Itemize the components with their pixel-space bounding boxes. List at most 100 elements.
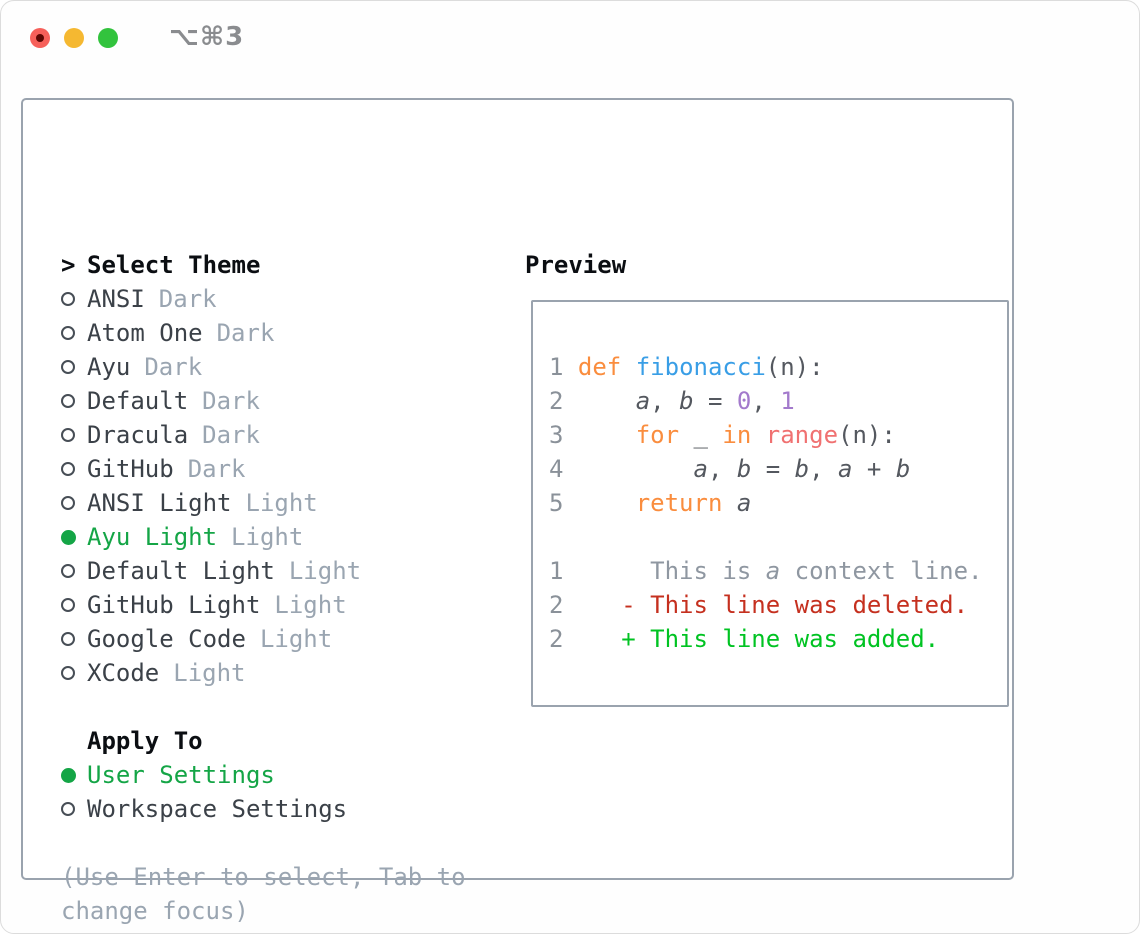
select-theme-title: Select Theme [87, 251, 261, 279]
code-segment: 1 [549, 557, 564, 585]
code-segment [563, 421, 635, 449]
theme-variant-badge: Dark [202, 421, 260, 449]
code-segment: 3 [549, 421, 564, 449]
code-segment [563, 353, 577, 381]
code-segment [621, 353, 635, 381]
radio-unselected-icon [61, 802, 75, 816]
radio-unselected-icon [61, 666, 75, 680]
preview-line [549, 520, 1007, 554]
code-segment: , [809, 455, 839, 483]
code-segment: , [707, 455, 737, 483]
theme-variant-badge: Light [231, 523, 304, 551]
select-theme-header-row: > Select Theme [61, 248, 466, 282]
code-segment: (n): [765, 353, 824, 381]
theme-variant-badge: Light [288, 557, 362, 585]
theme-option-label: Atom One [87, 319, 203, 347]
preview-line: 4 a, b = b, a + b [549, 452, 1007, 486]
apply-to-option[interactable]: Workspace Settings [61, 792, 466, 826]
radio-selected-icon [61, 529, 76, 545]
theme-variant-badge: Light [173, 659, 246, 687]
radio-unselected-icon [61, 428, 75, 442]
preview-line: 2 + This line was added. [549, 622, 1007, 656]
code-segment: a [635, 387, 651, 415]
code-segment: 2 [549, 387, 564, 415]
theme-variant-badge: Light [245, 489, 318, 517]
window-title: ⌥⌘3 [169, 22, 245, 52]
radio-unselected-icon [61, 496, 75, 510]
code-segment: 2 [549, 591, 564, 619]
preview-line: 1 This is a context line. [549, 554, 1007, 588]
code-segment: 1 [549, 353, 564, 381]
code-segment: for [635, 421, 680, 449]
theme-variant-badge: Dark [144, 353, 203, 381]
theme-option-label: GitHub [87, 455, 174, 483]
code-segment: b [794, 455, 810, 483]
theme-variant-badge: Dark [216, 319, 275, 347]
preview-line: 2 - This line was deleted. [549, 588, 1007, 622]
radio-unselected-icon [61, 598, 75, 612]
code-segment: , [751, 387, 781, 415]
code-segment: 1 [780, 387, 795, 415]
code-segment [563, 489, 635, 517]
code-segment: in [722, 421, 752, 449]
radio-unselected-icon [61, 462, 75, 476]
theme-option[interactable]: Dracula Dark [61, 418, 466, 452]
theme-variant-badge: Light [274, 591, 347, 619]
help-text: (Use Enter to select, Tab to change focu… [61, 860, 466, 928]
theme-option-label: Dracula [87, 421, 189, 449]
theme-option[interactable]: XCode Light [61, 656, 466, 690]
code-segment: , [650, 387, 680, 415]
code-segment: (n): [838, 421, 896, 449]
theme-option-label: Default Light [87, 557, 275, 585]
apply-to-option[interactable]: User Settings [61, 758, 466, 792]
radio-unselected-icon [61, 292, 75, 306]
radio-selected-icon [61, 767, 76, 783]
theme-option[interactable]: GitHub Light Light [61, 588, 466, 622]
preview-line: 5 return a [549, 486, 1007, 520]
preview-line: 3 for _ in range(n): [549, 418, 1007, 452]
theme-option-label: ANSI [87, 285, 145, 313]
theme-option[interactable]: GitHub Dark [61, 452, 466, 486]
code-segment: This is [563, 557, 766, 585]
close-button[interactable] [30, 28, 50, 48]
code-segment: 5 [549, 489, 564, 517]
code-segment [563, 455, 693, 483]
radio-unselected-icon [61, 564, 75, 578]
theme-option-label: GitHub Light [87, 591, 261, 619]
theme-option[interactable]: Default Light Light [61, 554, 466, 588]
window-controls [30, 28, 118, 48]
theme-option[interactable]: ANSI Dark [61, 282, 466, 316]
theme-variant-badge: Dark [202, 387, 260, 415]
code-segment: def [577, 353, 622, 381]
theme-option[interactable]: Atom One Dark [61, 316, 466, 350]
code-segment: a [765, 557, 781, 585]
minimize-button[interactable] [64, 28, 84, 48]
theme-option-label: Ayu Light [87, 523, 218, 551]
code-segment: 0 [736, 387, 752, 415]
help-line-1: (Use Enter to select, Tab to [61, 863, 466, 891]
preview-line: 2 a, b = 0, 1 [549, 384, 1007, 418]
theme-option[interactable]: Ayu Light Light [61, 520, 466, 554]
code-segment: range [765, 421, 839, 449]
theme-option-label: XCode [87, 659, 160, 687]
code-segment: a [736, 489, 752, 517]
apply-to-title: Apply To [87, 727, 203, 755]
code-segment [722, 489, 736, 517]
code-segment: 2 [549, 625, 564, 653]
theme-variant-badge: Dark [187, 455, 246, 483]
zoom-button[interactable] [98, 28, 118, 48]
code-segment: a [693, 455, 708, 483]
preview-line: 1 def fibonacci(n): [549, 350, 1007, 384]
theme-variant-badge: Dark [158, 285, 217, 313]
theme-variant-badge: Light [259, 625, 333, 653]
cursor-icon: > [61, 251, 76, 279]
